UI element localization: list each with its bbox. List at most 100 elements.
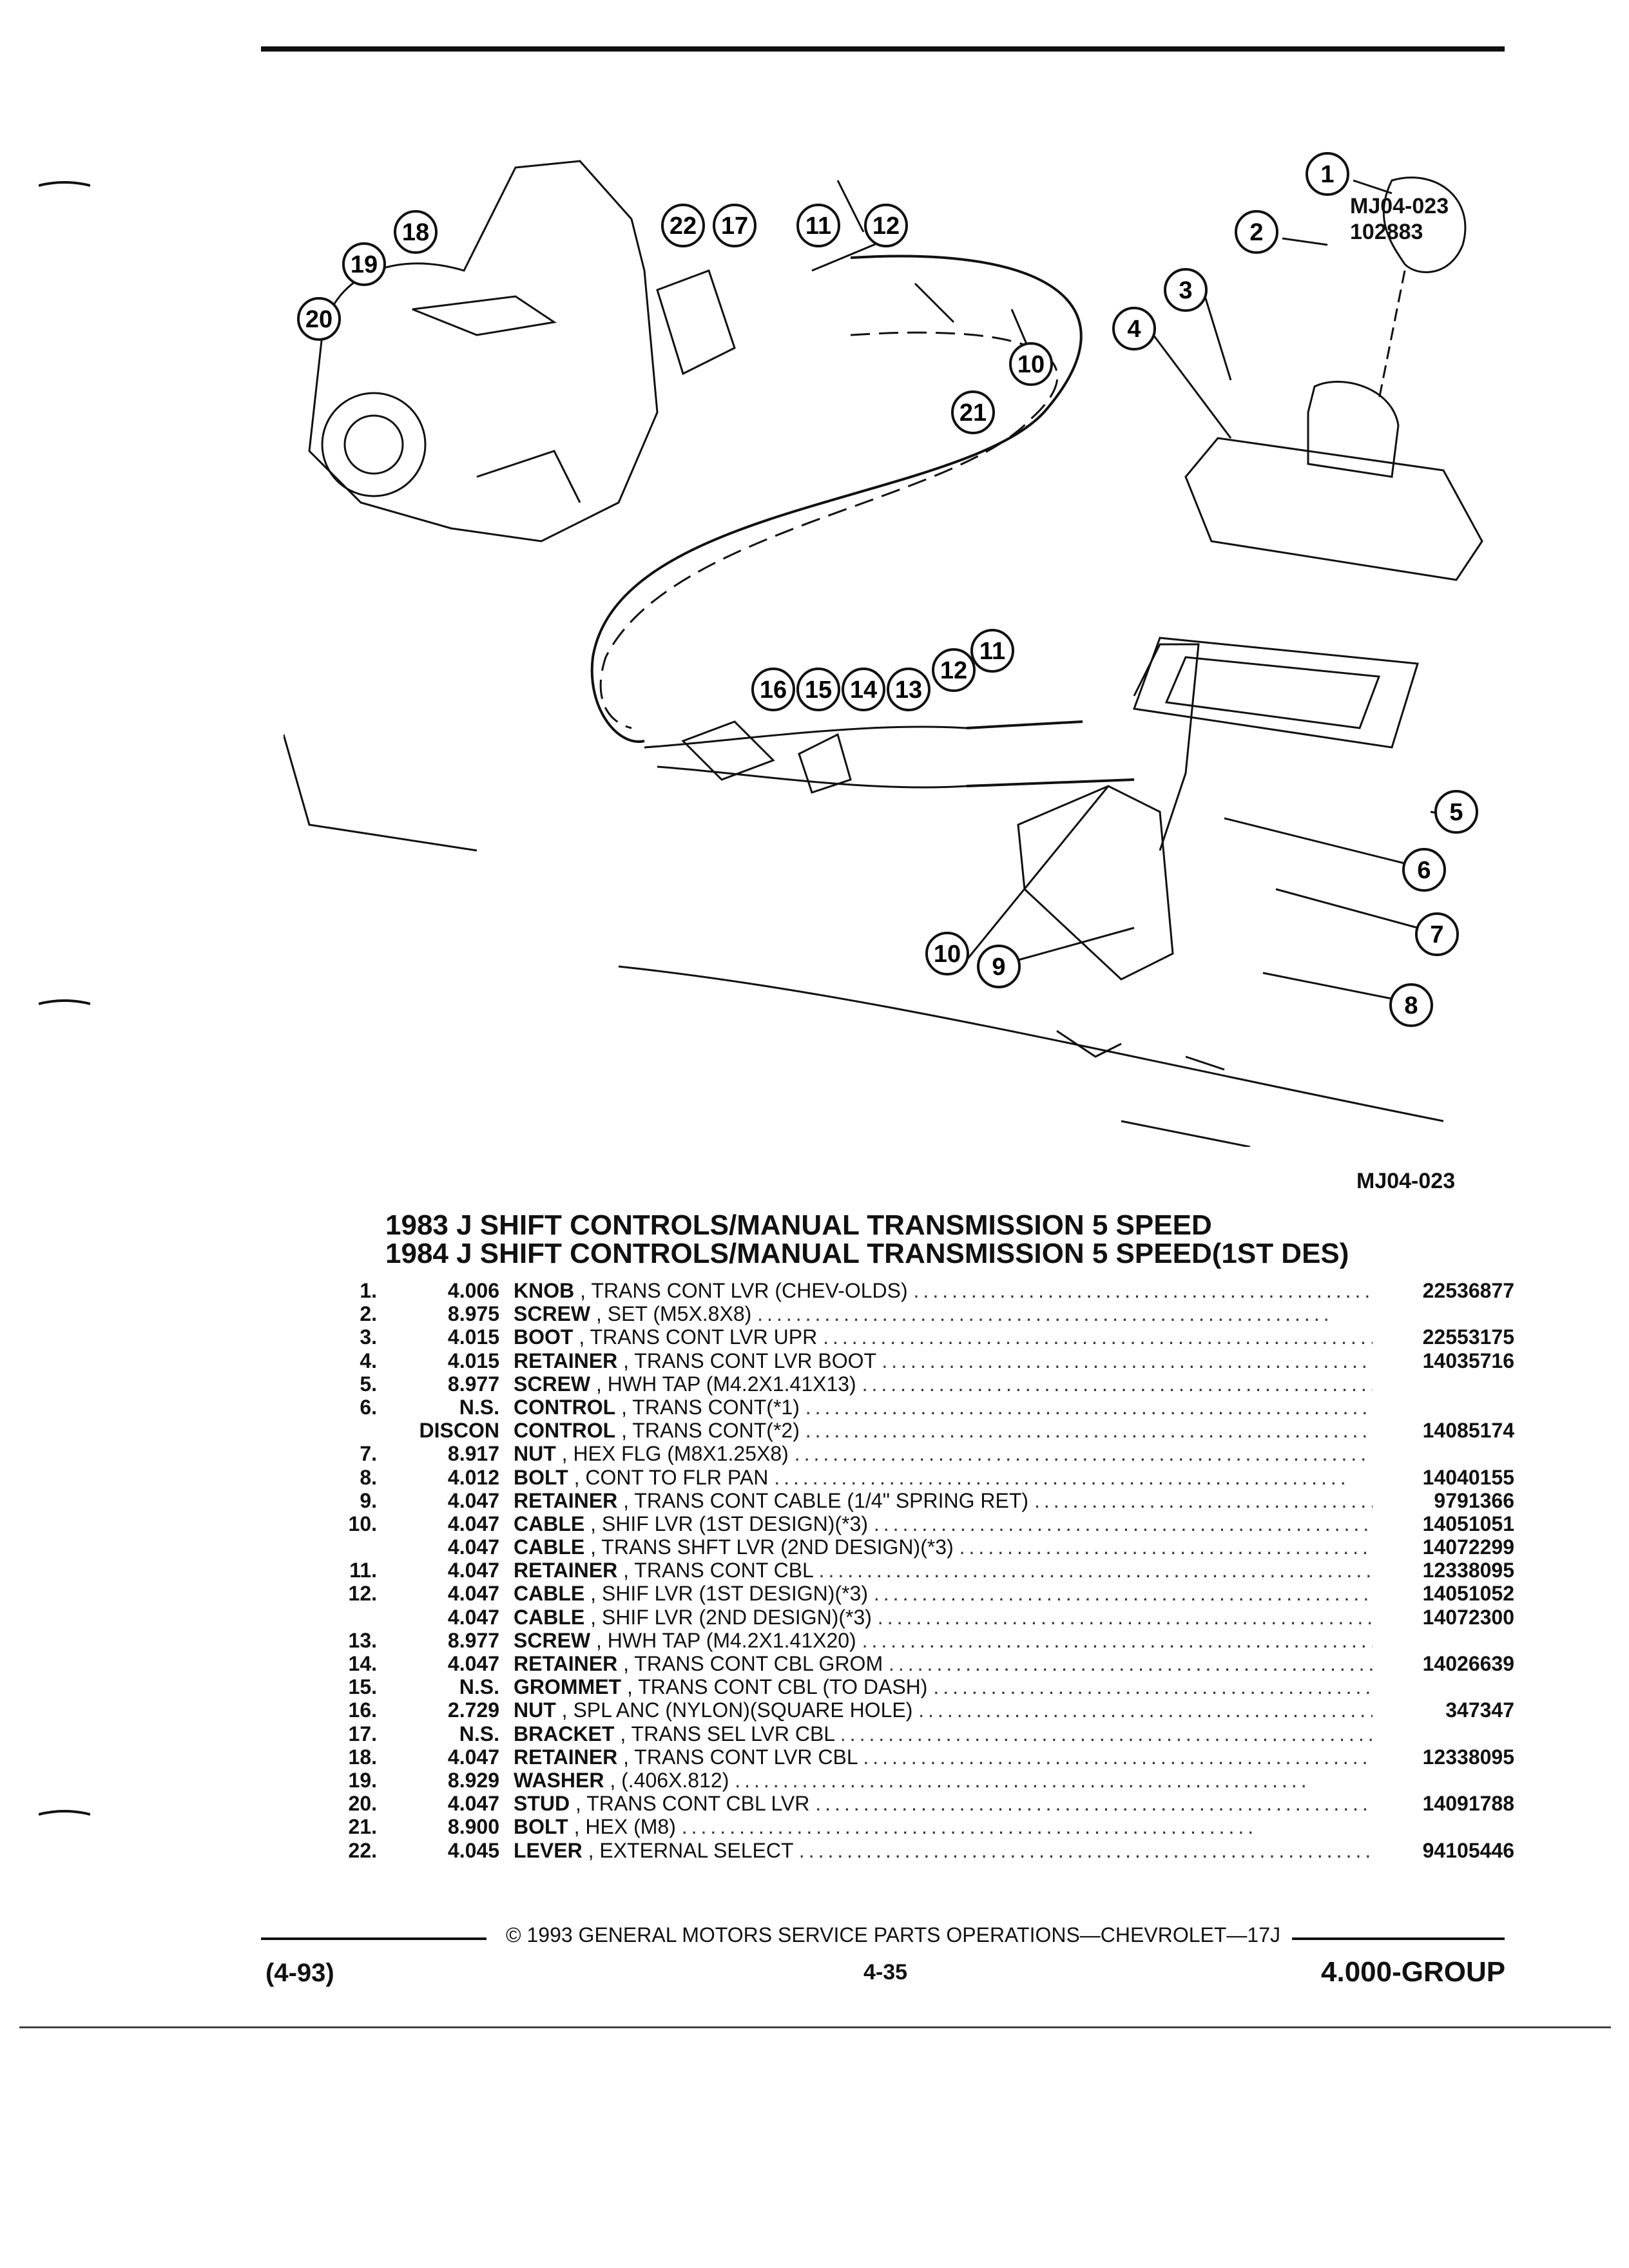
part-detail: , SPL ANC (NYLON)(SQUARE HOLE) <box>561 1698 913 1722</box>
callout-20: 20 <box>297 297 341 341</box>
svg-text:16: 16 <box>760 677 787 704</box>
callout-6: 6 <box>1402 848 1446 892</box>
part-detail: , (.406X.812) <box>610 1768 729 1792</box>
part-name: BOOT <box>514 1325 574 1349</box>
part-number: 22553175 <box>1422 1325 1514 1349</box>
svg-text:7: 7 <box>1430 921 1443 948</box>
shift-cable-upper <box>590 255 1083 744</box>
leader-dots: ........................................… <box>877 1605 1373 1629</box>
part-name: STUD <box>514 1792 570 1816</box>
part-description: LEVER , EXTERNAL SELECT ................… <box>499 1839 1373 1863</box>
item-number: 21. <box>348 1815 377 1839</box>
leader-dots: ........................................… <box>818 1559 1373 1582</box>
shift-knob <box>1382 177 1467 273</box>
svg-text:15: 15 <box>805 677 832 704</box>
part-name: SCREW <box>514 1372 591 1396</box>
part-number: 14072300 <box>1422 1605 1514 1629</box>
callout-17: 17 <box>713 204 757 247</box>
part-number: 14072299 <box>1422 1535 1514 1559</box>
figure-code-bottom: MJ04-023 <box>1356 1169 1456 1193</box>
part-number: 9791366 <box>1434 1488 1514 1512</box>
leader-dots: ........................................… <box>774 1465 1350 1489</box>
part-detail: , TRANS CONT LVR (CHEV-OLDS) <box>580 1279 908 1302</box>
part-detail: , TRANS CONT CABLE (1/4" SPRING RET) <box>623 1488 1029 1512</box>
group-number: 4.047 <box>447 1512 499 1535</box>
leader-dots: ........................................… <box>913 1279 1373 1302</box>
shifter-base <box>1017 785 1174 981</box>
part-detail: , TRANS SHFT LVR (2ND DESIGN)(*3) <box>590 1535 954 1559</box>
part-name: RETAINER <box>514 1349 618 1372</box>
svg-text:12: 12 <box>940 657 967 684</box>
group-number: 8.977 <box>447 1628 499 1652</box>
part-detail: , CONT TO FLR PAN <box>574 1465 769 1489</box>
item-number: 20. <box>348 1792 377 1816</box>
page-title: 1983 J SHIFT CONTROLS/MANUAL TRANSMISSIO… <box>385 1211 1349 1268</box>
page-number: 4-35 <box>863 1960 908 1984</box>
part-description: GROMMET , TRANS CONT CBL (TO DASH) .....… <box>499 1675 1373 1699</box>
part-number: 14051052 <box>1422 1582 1514 1606</box>
part-detail: , TRANS CONT(*2) <box>621 1419 800 1443</box>
leader-dots: ........................................… <box>933 1675 1373 1699</box>
group-number: 4.047 <box>447 1652 499 1675</box>
part-description: CONTROL , TRANS CONT(*1) ...............… <box>499 1396 1373 1419</box>
leader-dots: ........................................… <box>873 1582 1373 1606</box>
part-description: BOLT , HEX (M8) ........................… <box>499 1815 1373 1839</box>
part-name: CABLE <box>514 1535 585 1559</box>
part-name: BOLT <box>514 1465 568 1489</box>
part-detail: , SET (M5X.8X8) <box>596 1302 752 1326</box>
leader-dots: ........................................… <box>1034 1488 1373 1512</box>
bottom-rule <box>19 2026 1611 2028</box>
part-description: NUT , HEX FLG (M8X1.25X8) ..............… <box>499 1442 1373 1466</box>
svg-text:17: 17 <box>721 213 748 240</box>
group-number: 4.015 <box>447 1349 499 1372</box>
part-description: STUD , TRANS CONT CBL LVR ..............… <box>499 1792 1373 1816</box>
part-name: RETAINER <box>514 1488 618 1512</box>
item-number: 12. <box>348 1582 377 1606</box>
group-number: 4.045 <box>447 1838 499 1862</box>
group-number: 4.047 <box>447 1535 499 1559</box>
svg-text:2: 2 <box>1249 219 1263 246</box>
callout-14: 14 <box>842 668 885 711</box>
item-number: 6. <box>360 1395 377 1419</box>
binder-mark <box>39 999 90 1005</box>
part-detail: , HEX (M8) <box>574 1815 676 1839</box>
boot-retainer <box>1132 637 1419 749</box>
group-number: 4.006 <box>447 1279 499 1302</box>
part-detail: , HWH TAP (M4.2X1.41X20) <box>596 1628 856 1652</box>
item-number: 5. <box>360 1372 377 1396</box>
part-number: 94105446 <box>1422 1838 1514 1862</box>
part-name: SCREW <box>514 1628 591 1652</box>
part-detail: , TRANS CONT CBL (TO DASH) <box>626 1675 928 1699</box>
footer: © 1993 GENERAL MOTORS SERVICE PARTS OPER… <box>261 1923 1505 1962</box>
part-name: CONTROL <box>514 1419 616 1443</box>
part-name: RETAINER <box>514 1559 618 1582</box>
part-name: BOLT <box>514 1815 568 1839</box>
item-number: 4. <box>360 1349 377 1372</box>
leader-dots: ........................................… <box>863 1745 1373 1769</box>
leader-dots: ........................................… <box>882 1349 1373 1372</box>
parts-row: 15.N.S.GROMMET , TRANS CONT CBL (TO DASH… <box>303 1675 1514 1698</box>
group-number: 4.047 <box>447 1792 499 1816</box>
item-number: 9. <box>360 1488 377 1512</box>
transmission-bell <box>321 392 427 497</box>
callout-9: 9 <box>977 945 1021 988</box>
part-number: 12338095 <box>1422 1745 1514 1769</box>
part-detail: , TRANS CONT(*1) <box>621 1395 800 1419</box>
top-rule <box>261 46 1505 52</box>
leader-dots: ........................................… <box>794 1442 1371 1466</box>
part-description: CONTROL , TRANS CONT(*2) ...............… <box>499 1419 1373 1443</box>
leader-dots: ........................................… <box>862 1628 1373 1652</box>
item-number: 16. <box>348 1698 377 1722</box>
group-number: DISCON <box>419 1419 499 1443</box>
part-description: BRACKET , TRANS SEL LVR CBL ............… <box>499 1722 1373 1746</box>
footer-rule-left <box>261 1937 487 1940</box>
